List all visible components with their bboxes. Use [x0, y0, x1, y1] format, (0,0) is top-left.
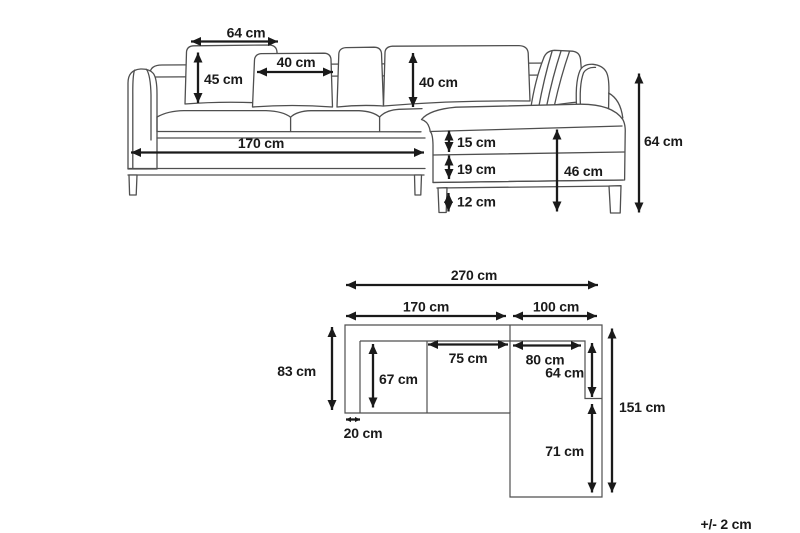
corner-cushion-seams [537, 50, 571, 109]
seat-front-lines [156, 130, 426, 139]
left-armrest-seams [132, 68, 152, 169]
dimension-label: 40 cm [419, 74, 458, 90]
back-cushion-4 [382, 44, 531, 107]
seat-cushion-top-edges [156, 107, 423, 118]
dimension-label: 170 cm [403, 299, 449, 315]
dim-back-cushion-height: 45 cm [193, 52, 243, 103]
dim-sofa-length: 170 cm [131, 135, 424, 157]
dimension-label: 75 cm [449, 350, 488, 366]
dimension-label: 83 cm [277, 363, 316, 379]
dimension-label: 64 cm [545, 365, 584, 381]
dimension-label: 19 cm [457, 161, 496, 177]
corner-back-cushion [529, 49, 585, 111]
dim-sofa-section-width: 170 cm [346, 299, 506, 321]
dim-chaise-seat-width: 80 cm [513, 341, 581, 368]
dimension-label: 46 cm [564, 163, 603, 179]
tolerance-note: +/- 2 cm [701, 516, 752, 532]
dim-armrest-width: 20 cm [344, 416, 383, 441]
dim-headrest-cushion-height: 40 cm [408, 53, 458, 107]
chaise-base-rail [436, 185, 619, 189]
dimension-label: 270 cm [451, 267, 497, 283]
dim-chaise-total-length: 151 cm [607, 328, 665, 493]
dimension-label: 45 cm [204, 71, 243, 87]
chaise-right-leg [608, 185, 622, 214]
dim-seat-cushion-thickness: 15 cm [444, 130, 496, 152]
dim-seat-depth: 67 cm [368, 344, 418, 408]
dimension-label: 40 cm [277, 54, 316, 70]
dim-total-width: 270 cm [346, 267, 598, 290]
dimension-label: 12 cm [457, 194, 496, 210]
chaise-left-leg [437, 187, 448, 214]
front-right-leg [413, 174, 423, 196]
dim-seat-height: 46 cm [552, 129, 603, 212]
dimension-label: 20 cm [344, 425, 383, 441]
dim-chaise-seat-lower-length: 71 cm [545, 404, 597, 493]
top-view-dimensions: 270 cm 170 cm 100 cm 83 cm 67 cm 75 cm 8… [277, 267, 665, 493]
dimension-label: 71 cm [545, 443, 584, 459]
dimension-label: 170 cm [238, 135, 284, 151]
right-body-edge [607, 92, 624, 119]
dim-sofa-depth: 83 cm [277, 327, 337, 410]
dim-frame-height: 19 cm [444, 155, 496, 179]
side-view-dimensions: 64 cm 45 cm 40 cm 40 cm 170 cm 15 cm 19 … [131, 25, 683, 213]
dim-seat-cushion-width: 75 cm [428, 340, 508, 366]
dimension-label: 67 cm [379, 371, 418, 387]
dim-back-cushion-width: 64 cm [191, 25, 278, 46]
dimension-label: 64 cm [227, 25, 266, 41]
plan-outline [344, 324, 603, 498]
dim-headrest-cushion-width: 40 cm [257, 54, 333, 77]
dimension-label: 100 cm [533, 299, 579, 315]
seat-cushion-splits [156, 116, 381, 133]
dimension-label: 80 cm [526, 352, 565, 368]
dim-leg-height: 12 cm [444, 193, 496, 212]
back-cushion-2 [251, 52, 334, 108]
base-frame-lines [127, 167, 426, 176]
back-cushion-3 [336, 46, 385, 108]
dimension-label: 64 cm [644, 133, 683, 149]
dim-chaise-section-width: 100 cm [513, 299, 597, 321]
right-armrest-seam [579, 66, 597, 112]
dim-chaise-seat-upper-length: 64 cm [545, 343, 597, 397]
left-armrest [127, 68, 158, 170]
dim-total-height: 64 cm [634, 73, 683, 213]
front-left-leg [128, 174, 138, 196]
sofa-side-view-drawing [127, 44, 626, 214]
dimension-label: 151 cm [619, 399, 665, 415]
dimension-label: 15 cm [457, 134, 496, 150]
